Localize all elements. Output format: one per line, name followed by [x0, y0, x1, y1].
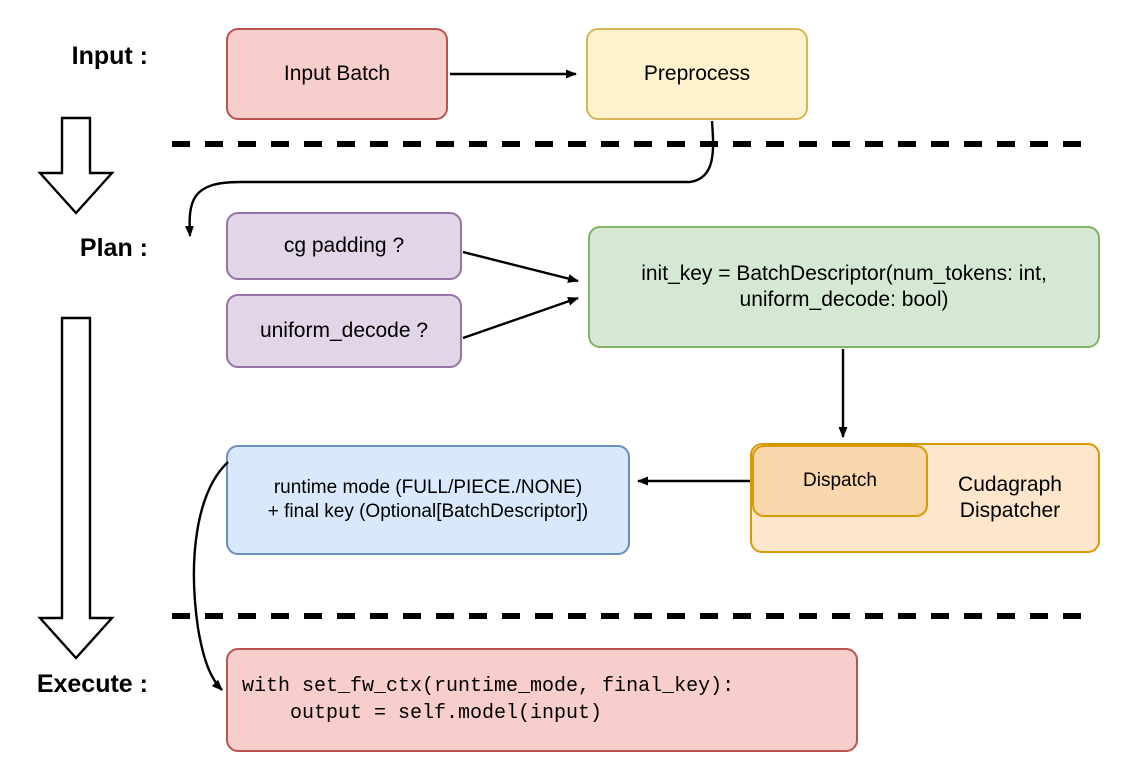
node-execute-code-line1: with set_fw_ctx(runtime_mode, final_key)… — [242, 675, 735, 698]
node-cg-padding[interactable]: cg padding ? — [226, 212, 462, 280]
node-execute-code-line2: output = self.model(input) — [242, 702, 603, 725]
node-runtime-mode-line2: + final key (Optional[BatchDescriptor]) — [267, 501, 589, 522]
node-cudagraph-dispatcher-line1: Cudagraph — [958, 472, 1062, 496]
edge-runtime-mode-to-execute-code — [192, 461, 229, 691]
node-execute-code[interactable]: with set_fw_ctx(runtime_mode, final_key)… — [226, 648, 858, 752]
edge-cg-padding-to-init-key — [462, 250, 579, 283]
node-runtime-mode[interactable]: runtime mode (FULL/PIECE./NONE) + final … — [226, 445, 630, 555]
plan-to-execute-flow-arrow — [37, 316, 115, 660]
stage-label-execute: Execute : — [36, 670, 148, 698]
node-uniform-decode[interactable]: uniform_decode ? — [226, 294, 462, 368]
stage-label-plan: Plan : — [79, 234, 148, 262]
node-input-batch[interactable]: Input Batch — [226, 28, 448, 120]
node-dispatch[interactable]: Dispatch — [752, 445, 928, 517]
node-init-key-line2: uniform_decode: bool) — [739, 288, 949, 311]
stage-label-input: Input : — [71, 42, 148, 70]
input-to-plan-flow-arrow — [37, 116, 115, 215]
node-cudagraph-dispatcher-line2: Dispatcher — [959, 499, 1061, 522]
node-preprocess[interactable]: Preprocess — [586, 28, 808, 120]
edge-uniform-decode-to-init-key — [462, 296, 579, 340]
node-init-key-line1: init_key = BatchDescriptor(num_tokens: i… — [641, 261, 1047, 285]
node-init-key[interactable]: init_key = BatchDescriptor(num_tokens: i… — [588, 226, 1100, 348]
node-runtime-mode-line1: runtime mode (FULL/PIECE./NONE) — [273, 477, 583, 499]
